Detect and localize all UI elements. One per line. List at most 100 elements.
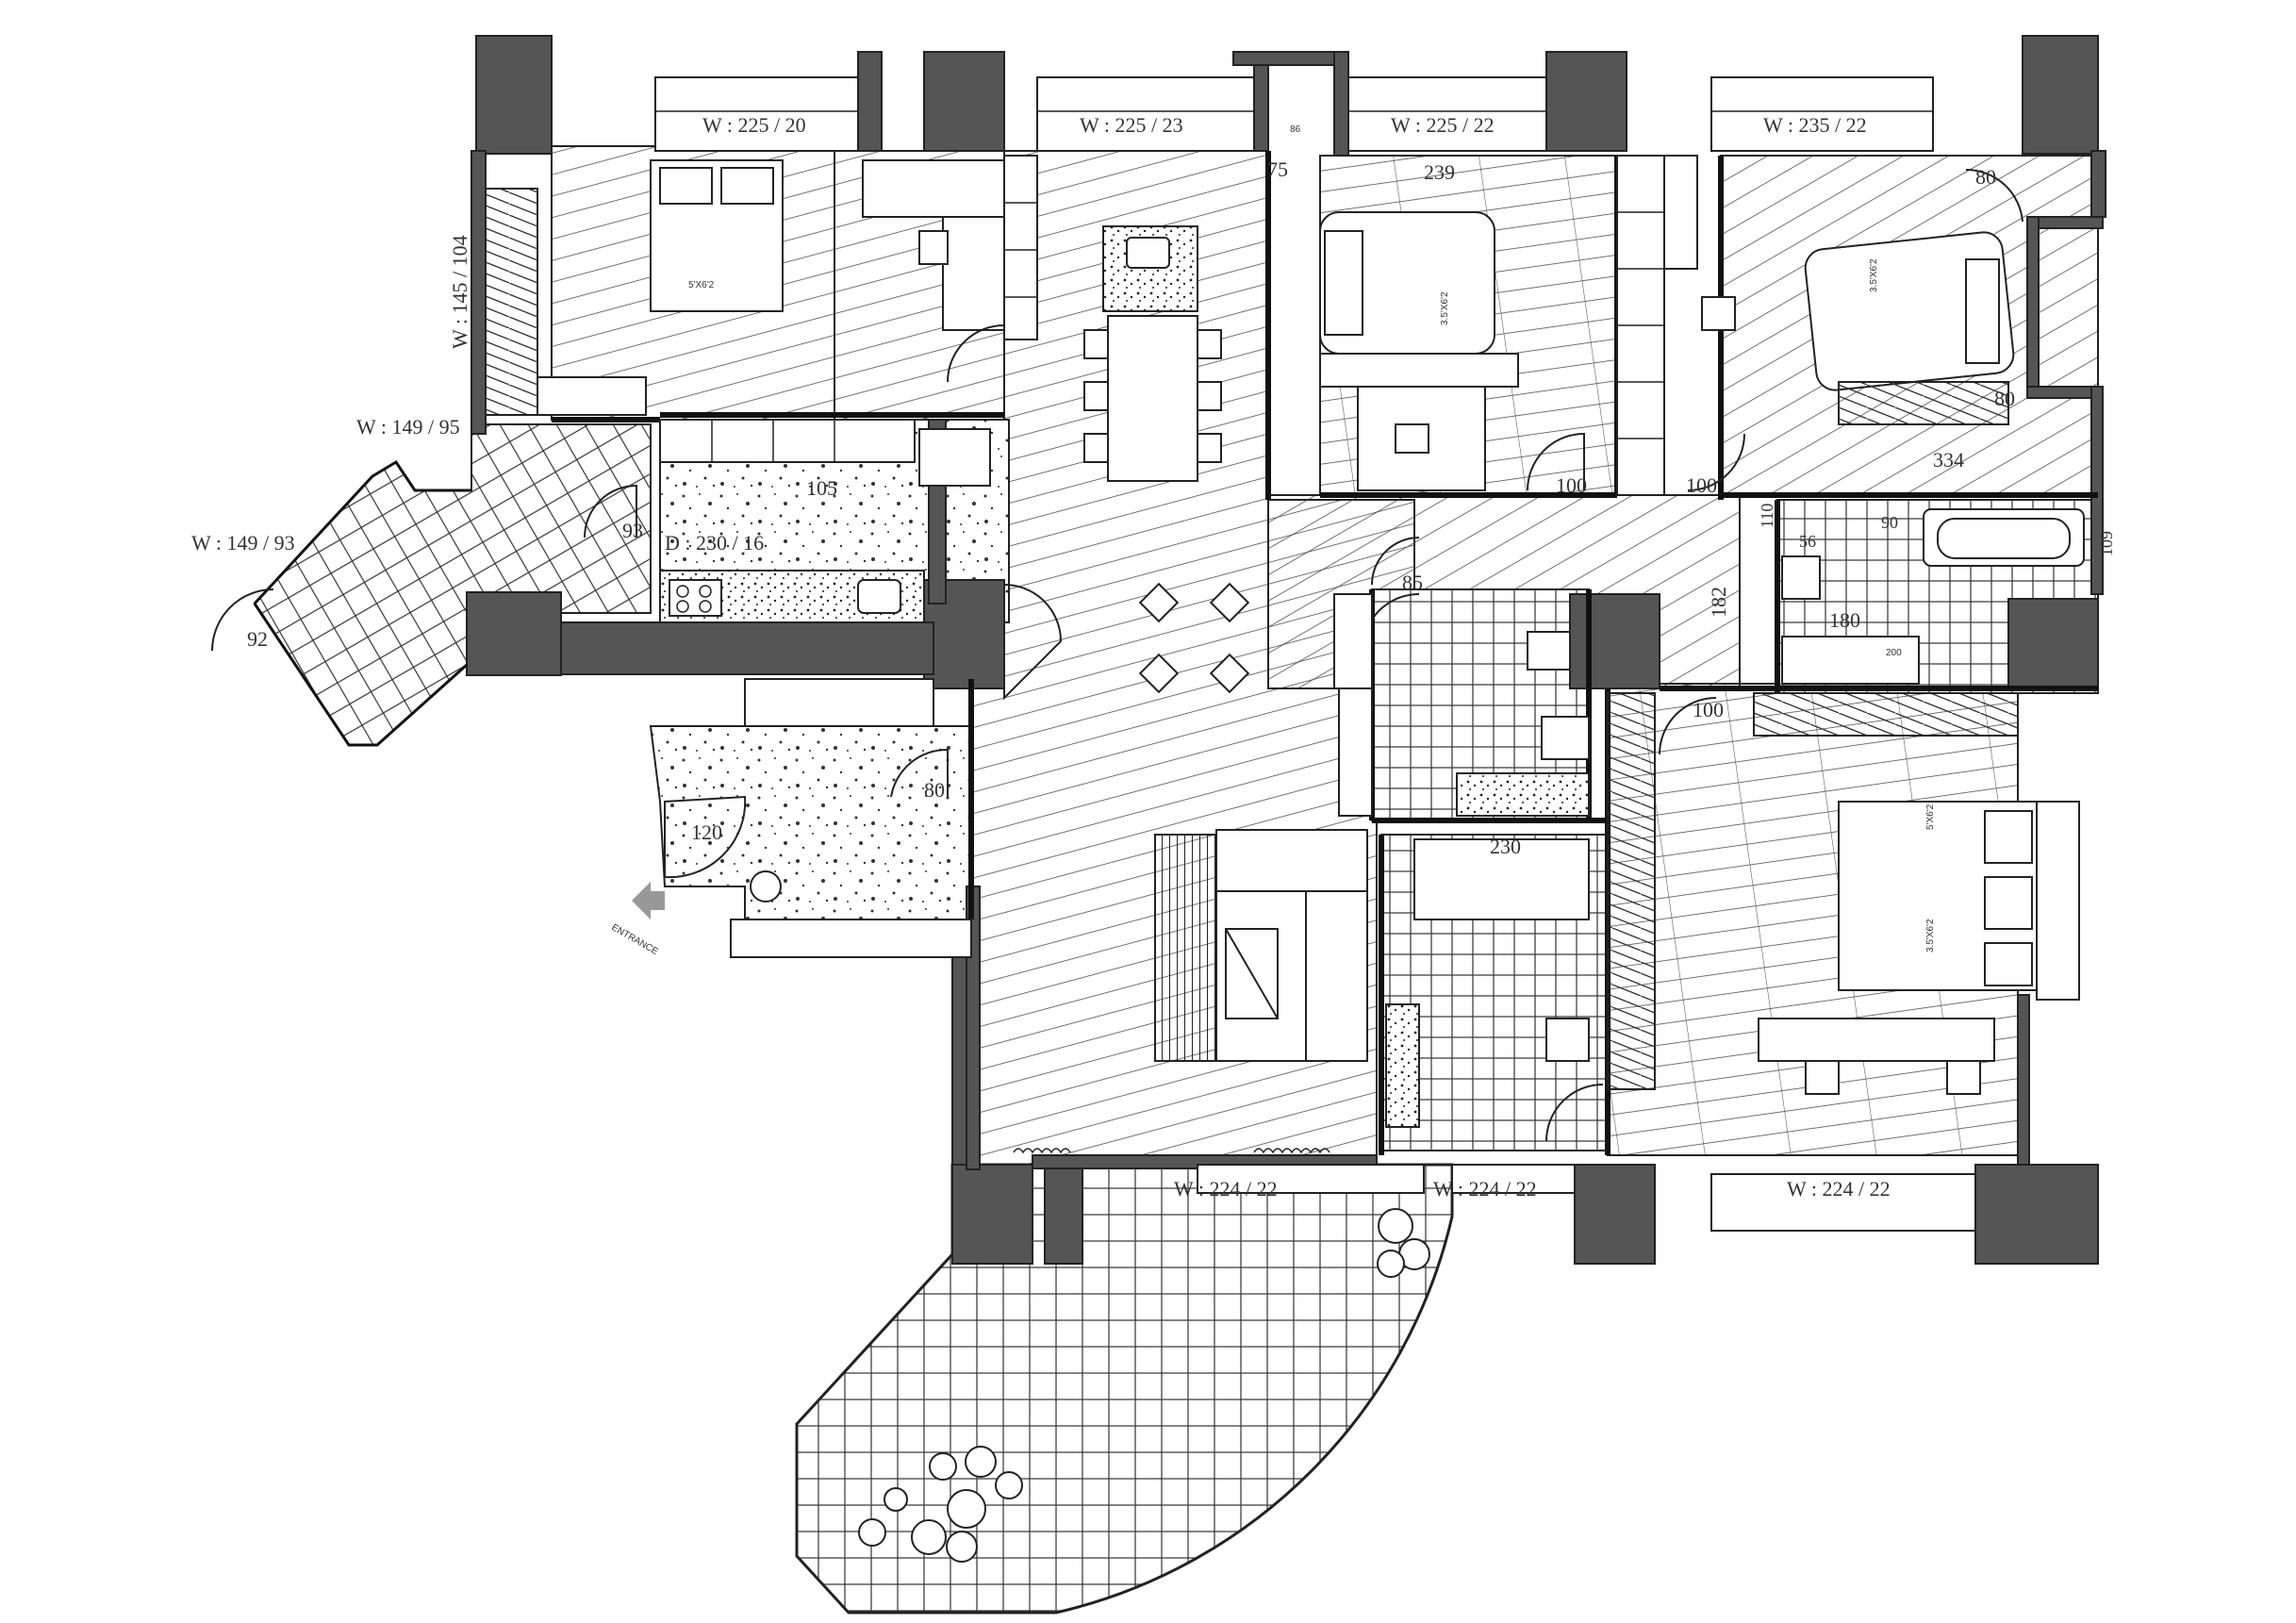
window-label-service: W : 149 / 95	[356, 415, 460, 439]
closet-bedroom-1	[485, 188, 538, 416]
vanity-bath-1[interactable]	[1456, 772, 1590, 817]
toilet-bath-2[interactable]	[1545, 1018, 1590, 1062]
nightstand-master[interactable]	[2036, 801, 2080, 1001]
desk-bedroom-1[interactable]	[862, 159, 1005, 218]
window-label-bedroom-2: W : 225 / 22	[1391, 113, 1495, 137]
door-label-kitchen: D : 230 / 16	[665, 531, 764, 555]
door-bedroom-1[interactable]	[947, 323, 1005, 383]
door-service-balcony[interactable]	[584, 484, 637, 538]
dim-100-a: 100	[1556, 473, 1587, 497]
door-bedroom-2[interactable]	[1527, 432, 1585, 491]
kitchen-sink[interactable]	[857, 579, 901, 614]
bench-bedroom-1[interactable]	[537, 376, 647, 416]
door-balcony-bedroom-3[interactable]	[1965, 168, 2023, 223]
kitchen-upper-cabinets	[659, 419, 916, 463]
hall-closet[interactable]	[1333, 593, 1373, 689]
svg-text:3.5'X6'2: 3.5'X6'2	[1869, 258, 1879, 292]
curtain-left	[1013, 1148, 1071, 1154]
window-label-bedroom-3: W : 235 / 22	[1763, 113, 1867, 137]
dim-120: 120	[691, 820, 722, 844]
dim-109: 109	[2097, 531, 2116, 556]
window-label-bath-bottom: W : 224 / 22	[1433, 1177, 1537, 1201]
dining-table[interactable]	[1083, 315, 1222, 482]
cabinet-bedroom-1[interactable]	[942, 216, 1005, 331]
door-balcony[interactable]	[211, 588, 274, 652]
dim-90: 90	[1881, 513, 1898, 532]
dim-239: 239	[1424, 160, 1455, 184]
terrace-floor	[795, 1163, 1454, 1615]
bathtub[interactable]	[1923, 508, 2085, 567]
dim-56: 56	[1799, 532, 1816, 551]
door-master[interactable]	[1659, 697, 1717, 755]
entrance-door[interactable]	[664, 795, 747, 879]
dim-75: 75	[1267, 157, 1288, 181]
door-bath-2[interactable]	[1545, 1084, 1604, 1142]
door-shoe-closet[interactable]	[890, 748, 949, 798]
bed-master[interactable]: 5'X6'2 3.5'X6'2	[1838, 801, 2038, 991]
dim-80-a: 80	[1975, 165, 1996, 189]
dim-80-b: 80	[924, 778, 945, 802]
dim-85: 85	[1402, 571, 1423, 594]
dim-230: 230	[1490, 835, 1521, 858]
sofa[interactable]	[1215, 829, 1368, 1062]
plant-foyer-icon	[750, 870, 782, 903]
coffee-table-set[interactable]	[1138, 582, 1250, 694]
window-label-side: W : 145 / 104	[448, 235, 471, 349]
wardrobe-master[interactable]	[1607, 692, 2019, 1090]
dim-86: 86	[1290, 124, 1301, 135]
chair-master-a[interactable]	[1805, 1060, 1840, 1095]
bathtub-bath-2[interactable]	[1413, 838, 1590, 920]
dim-100-b: 100	[1686, 473, 1717, 497]
dim-92: 92	[247, 627, 268, 651]
dim-80-c: 80	[1994, 387, 2015, 410]
toilet-bath-1b[interactable]	[1541, 716, 1590, 760]
desk-bedroom-2[interactable]	[1319, 353, 1519, 388]
dim-182: 182	[1707, 587, 1730, 618]
fridge[interactable]	[918, 428, 991, 487]
window-label-balcony: W : 149 / 93	[191, 531, 295, 555]
dim-105: 105	[806, 476, 837, 500]
chair-master-b[interactable]	[1946, 1060, 1981, 1095]
wardrobe-bedrooms[interactable]	[1616, 155, 1698, 496]
chair-bedroom-3[interactable]	[1701, 296, 1736, 331]
svg-text:5'X6'2: 5'X6'2	[1925, 803, 1936, 830]
top-windows	[654, 76, 1976, 1232]
door-living-arch[interactable]	[1003, 583, 1063, 701]
wardrobe-bedroom-1[interactable]	[1003, 155, 1038, 340]
toilet-master[interactable]	[1781, 555, 1821, 600]
dim-200: 200	[1886, 648, 1902, 658]
bed-bedroom-3[interactable]: 3.5'X6'2	[1804, 230, 2016, 391]
bed-bedroom-2[interactable]: 3.5'X6'2	[1319, 211, 1495, 355]
dim-334: 334	[1933, 448, 1964, 472]
chair-bedroom-2[interactable]	[1395, 423, 1429, 454]
window-label-master-bottom: W : 224 / 22	[1787, 1177, 1891, 1201]
living-rug	[1154, 834, 1217, 1062]
vanity-bath-2[interactable]	[1385, 1003, 1420, 1128]
desk-master[interactable]	[1758, 1018, 1995, 1062]
door-hall-closet[interactable]	[1371, 537, 1420, 586]
entrance-arrow-icon	[632, 882, 665, 919]
shoe-cabinet[interactable]	[744, 678, 934, 727]
entry-bench[interactable]	[730, 919, 972, 958]
curtain-right	[1253, 1148, 1330, 1154]
vanity-master[interactable]	[1781, 636, 1920, 685]
window-label-living-bottom: W : 224 / 22	[1174, 1177, 1278, 1201]
entrance-label: ENTRANCE	[610, 922, 660, 957]
dim-110: 110	[1758, 504, 1776, 528]
bed-bedroom-1[interactable]: 5'X6'2	[650, 159, 784, 312]
toilet-bath-1[interactable]	[1527, 631, 1571, 671]
door-bedroom-3[interactable]	[1687, 433, 1745, 491]
window-label-living: W : 225 / 23	[1080, 113, 1183, 137]
window-label-bedroom-1: W : 225 / 20	[702, 113, 806, 137]
closet-bedroom-3[interactable]	[1838, 381, 2009, 425]
svg-text:3.5'X6'2: 3.5'X6'2	[1440, 291, 1450, 325]
dim-100-c: 100	[1693, 698, 1724, 721]
chair-bedroom-1[interactable]	[918, 230, 949, 265]
dim-180: 180	[1829, 608, 1860, 632]
cooktop[interactable]	[669, 579, 722, 617]
kitchen-island[interactable]	[1102, 225, 1198, 312]
service-balcony-floor	[253, 423, 652, 746]
svg-text:3.5'X6'2: 3.5'X6'2	[1925, 919, 1936, 952]
svg-text:5'X6'2: 5'X6'2	[688, 280, 715, 290]
